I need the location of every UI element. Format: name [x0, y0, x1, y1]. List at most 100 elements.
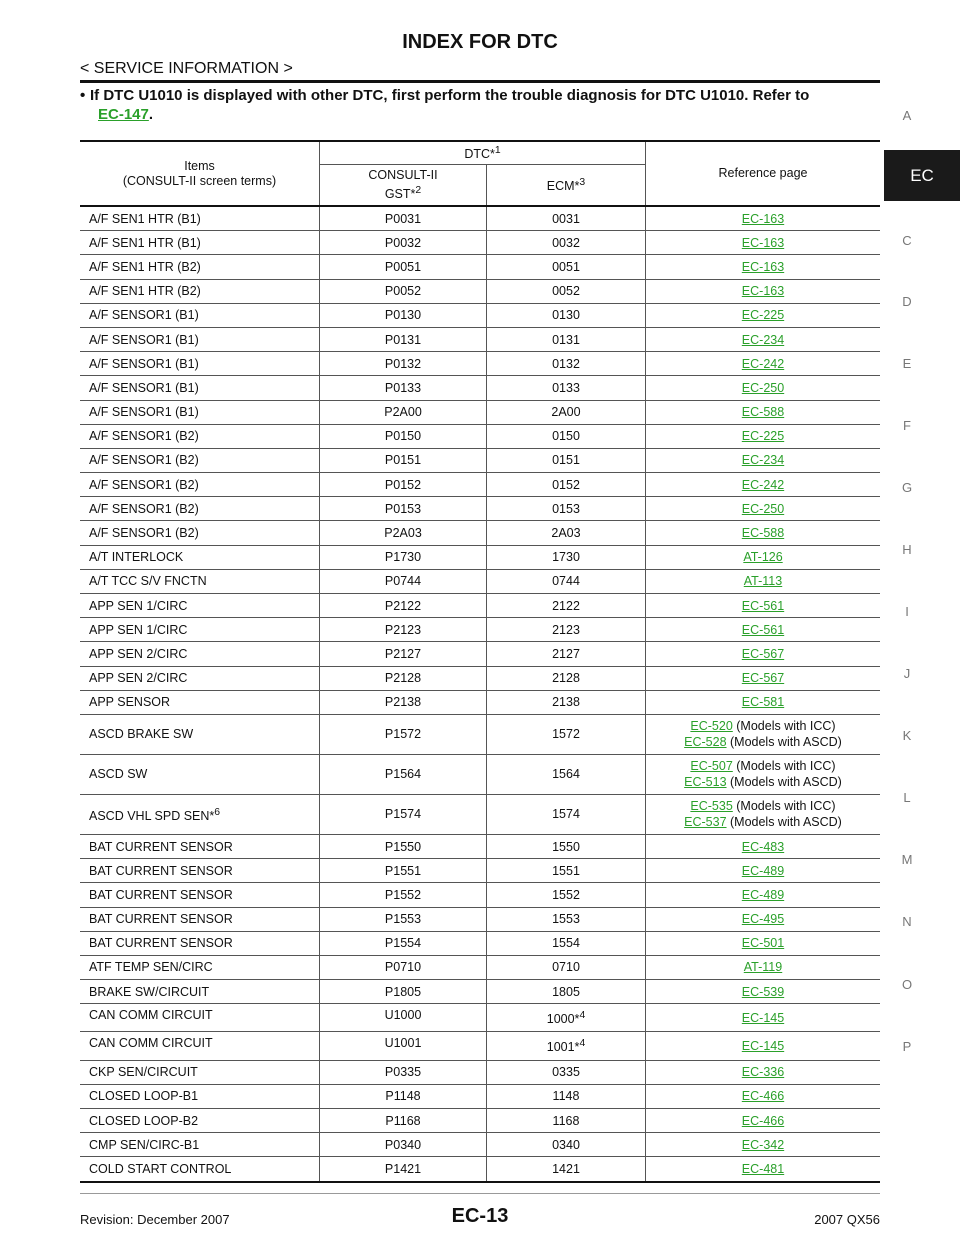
section-tab-letter[interactable]: D [902, 294, 912, 309]
section-tab-letter[interactable]: N [902, 914, 912, 929]
item-text: A/F SENSOR1 (B2) [89, 526, 199, 541]
item-text: APP SEN 1/CIRC [89, 598, 188, 613]
reference-link[interactable]: EC-495 [741, 912, 785, 927]
reference-link[interactable]: EC-250 [741, 380, 785, 395]
reference-link[interactable]: EC-225 [741, 429, 785, 444]
reference-link[interactable]: EC-145 [741, 1010, 785, 1025]
section-tab-letter[interactable]: G [901, 480, 913, 495]
reference-cell: EC-250 [645, 496, 880, 522]
reference-link[interactable]: EC-561 [741, 598, 785, 613]
section-tab-letter[interactable]: F [903, 418, 911, 433]
reference-link[interactable]: EC-342 [741, 1137, 785, 1152]
consult-code-cell: P0150 [319, 424, 487, 449]
ecm-code: 1805 [552, 984, 580, 999]
item-text: CAN COMM CIRCUIT [89, 1036, 213, 1051]
section-tab-letter[interactable]: A [902, 108, 912, 123]
reference-link[interactable]: EC-242 [741, 477, 785, 492]
reference-link[interactable]: EC-336 [741, 1065, 785, 1080]
reference-link[interactable]: EC-163 [741, 211, 785, 226]
section-tab-letter[interactable]: J [903, 666, 911, 681]
ecm-code-cell: 1574 [486, 794, 646, 835]
reference-link[interactable]: EC-588 [741, 526, 785, 541]
reference-link[interactable]: EC-528 [684, 735, 727, 750]
consult-code-cell: P0132 [319, 351, 487, 377]
reference-link[interactable]: AT-119 [743, 960, 783, 975]
ecm-code: 1574 [552, 807, 580, 822]
item-text: A/F SEN1 HTR (B1) [89, 235, 201, 250]
reference-link[interactable]: EC-481 [741, 1161, 785, 1176]
footnote-marker: 6 [214, 806, 221, 818]
section-tab-letter[interactable]: I [905, 604, 909, 619]
section-tab-letter[interactable]: M [901, 852, 913, 867]
reference-link[interactable]: EC-520 [690, 719, 733, 734]
reference-link[interactable]: EC-535 [690, 799, 733, 814]
note-ref-link[interactable]: EC-147 [98, 106, 149, 123]
ecm-code: 1148 [552, 1089, 580, 1104]
reference-cell: EC-466 [645, 1084, 880, 1110]
tab-ec[interactable]: EC [884, 150, 960, 201]
reference-cell: EC-567 [645, 641, 880, 667]
reference-link[interactable]: EC-588 [741, 405, 785, 420]
reference-link[interactable]: EC-163 [741, 235, 785, 250]
ecm-code: 1730 [552, 550, 580, 565]
reference-link[interactable]: EC-507 [690, 759, 733, 774]
reference-link[interactable]: AT-126 [743, 550, 783, 565]
ecm-code: 1551 [552, 863, 580, 878]
reference-link[interactable]: EC-567 [741, 646, 785, 661]
reference-link[interactable]: EC-489 [741, 863, 785, 878]
reference-link[interactable]: EC-163 [741, 259, 785, 274]
reference-link[interactable]: EC-163 [741, 284, 785, 299]
item-text-cell: A/F SENSOR1 (B2) [80, 424, 320, 449]
header-gst-label: GST* [384, 187, 416, 202]
section-tab-letter[interactable]: O [901, 977, 913, 992]
reference-cell: EC-507 (Models with ICC)EC-513 (Models w… [645, 754, 880, 795]
reference-link[interactable]: EC-225 [741, 308, 785, 323]
reference-link[interactable]: EC-581 [741, 695, 785, 710]
section-tab-letter[interactable]: C [902, 233, 912, 248]
reference-link[interactable]: EC-561 [741, 622, 785, 637]
reference-link[interactable]: EC-539 [741, 984, 785, 999]
reference-link[interactable]: EC-234 [741, 453, 785, 468]
reference-cell: EC-225 [645, 303, 880, 328]
reference-link[interactable]: EC-466 [741, 1089, 785, 1104]
item-text: A/F SENSOR1 (B1) [89, 308, 199, 323]
item-text-cell: A/F SEN1 HTR (B2) [80, 279, 320, 304]
reference-link[interactable]: EC-250 [741, 501, 785, 516]
section-tab-letter[interactable]: L [903, 790, 911, 805]
ecm-code: 1001* [546, 1040, 580, 1055]
header-ref: Reference page [645, 140, 880, 207]
ecm-code: 0335 [552, 1065, 580, 1080]
reference-link[interactable]: EC-513 [684, 775, 727, 790]
section-tab-letter[interactable]: P [902, 1039, 912, 1054]
reference-cell: EC-234 [645, 448, 880, 474]
section-tab-letter[interactable]: K [902, 728, 912, 743]
consult-code-cell: P1168 [319, 1108, 487, 1134]
reference-link[interactable]: EC-501 [741, 936, 785, 951]
reference-link[interactable]: EC-234 [741, 332, 785, 347]
ecm-code: 1000* [546, 1011, 580, 1026]
consult-code-cell: P0152 [319, 472, 487, 498]
reference-link[interactable]: EC-567 [741, 671, 785, 686]
reference-link[interactable]: AT-113 [743, 574, 783, 589]
reference-link[interactable]: EC-466 [741, 1113, 785, 1128]
section-tab-letter[interactable]: E [902, 356, 912, 371]
reference-link[interactable]: EC-242 [741, 356, 785, 371]
section-tab-letter[interactable]: H [902, 542, 912, 557]
ecm-code: 1553 [552, 912, 580, 927]
reference-link[interactable]: EC-483 [741, 839, 785, 854]
note-end: . [148, 106, 154, 123]
reference-link[interactable]: EC-537 [684, 815, 727, 830]
reference-cell: EC-163 [645, 279, 880, 304]
item-text-cell: BAT CURRENT SENSOR [80, 931, 320, 956]
reference-link[interactable]: EC-489 [741, 887, 785, 902]
header-ecm-label: ECM* [546, 179, 580, 194]
consult-code: P2A00 [384, 405, 422, 420]
reference-cell: EC-501 [645, 931, 880, 956]
ecm-code-cell: 0710 [486, 955, 646, 981]
reference-link[interactable]: EC-145 [741, 1039, 785, 1054]
ecm-code: 0032 [552, 235, 580, 250]
header-consult-label: CONSULT-II [368, 167, 438, 182]
consult-code: P1552 [384, 887, 422, 902]
